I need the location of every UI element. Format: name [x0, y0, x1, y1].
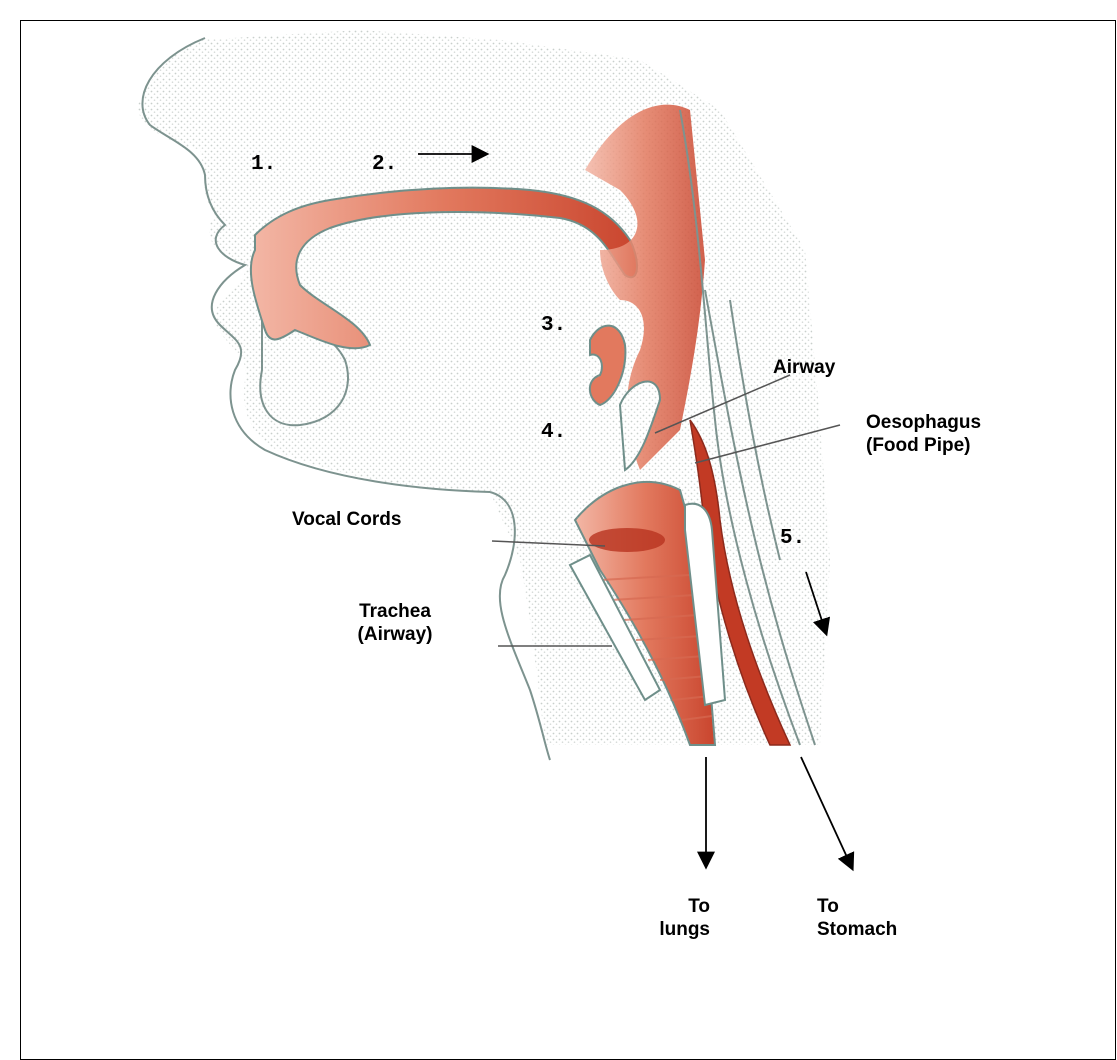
label-trachea-line1: Trachea: [332, 600, 458, 623]
label-to-stomach: To Stomach: [817, 895, 897, 941]
label-to-stomach-line1: To: [817, 895, 897, 918]
arrow-to-stomach: [801, 757, 852, 868]
label-to-stomach-line2: Stomach: [817, 918, 897, 941]
marker-1: 1.: [251, 153, 276, 176]
label-oesophagus-line1: Oesophagus: [866, 411, 981, 434]
face-profile: [138, 30, 830, 745]
marker-2: 2.: [372, 153, 397, 176]
label-to-lungs-line2: lungs: [628, 918, 710, 941]
label-trachea-line2: (Airway): [332, 623, 458, 646]
marker-4: 4.: [541, 421, 566, 444]
label-trachea: Trachea (Airway): [332, 600, 458, 646]
marker-3: 3.: [541, 314, 566, 337]
label-airway: Airway: [773, 356, 835, 379]
marker-5: 5.: [780, 527, 805, 550]
label-oesophagus-line2: (Food Pipe): [866, 434, 981, 457]
label-oesophagus: Oesophagus (Food Pipe): [866, 411, 981, 457]
vocal-cord-shape: [589, 528, 665, 552]
label-vocal-cords: Vocal Cords: [292, 508, 401, 531]
label-to-lungs: To lungs: [628, 895, 710, 941]
label-to-lungs-line1: To: [628, 895, 710, 918]
